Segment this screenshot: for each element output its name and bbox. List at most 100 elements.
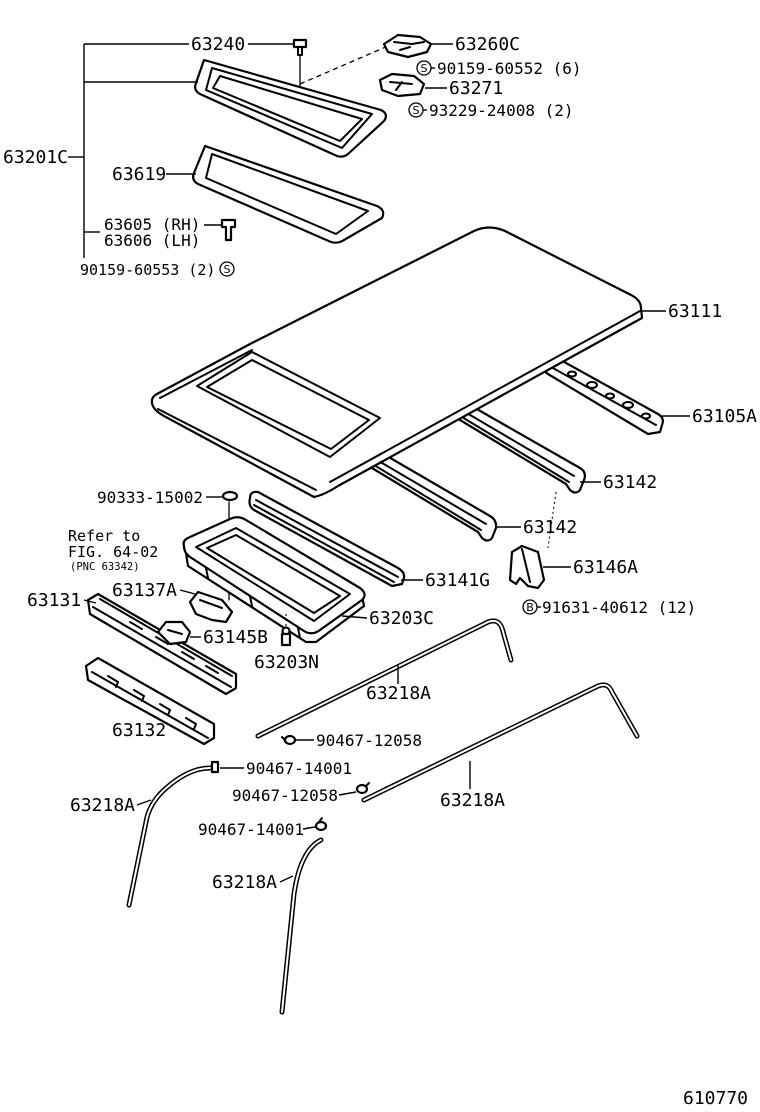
mark-s-90159-60553: S	[219, 261, 235, 277]
leader-63137a	[179, 589, 196, 595]
lower-panel-slots	[107, 675, 197, 730]
label-63131: 63131	[27, 590, 81, 611]
mark-circle	[219, 261, 235, 277]
roof-panel-header-line	[159, 349, 253, 399]
label-63218a-center: 63218A	[366, 683, 431, 704]
part-63203n-clip	[280, 626, 292, 647]
bolt-shank	[297, 46, 303, 56]
label-63105a: 63105A	[692, 406, 757, 427]
part-63142-roof-bow-lower	[368, 450, 498, 542]
bracket-63146a-detail	[521, 548, 531, 583]
part-63105a-rear-rail	[542, 356, 664, 436]
part-63201c-glass-frame	[194, 58, 388, 158]
label-63218a-right: 63218A	[440, 790, 505, 811]
leader-lines	[68, 43, 690, 883]
label-63619: 63619	[112, 164, 166, 185]
reference-note-line3: (PNC 63342)	[70, 561, 140, 573]
mark-letter: S	[421, 62, 428, 75]
label-63606: 63606 (LH)	[104, 231, 200, 250]
leader-63218a-left	[136, 799, 152, 806]
part-63141g-housing-front	[248, 490, 406, 588]
drain-hose-center-outline	[255, 618, 514, 739]
leader-90467-14001-lower	[302, 826, 316, 830]
drain-hose-bottom-bore	[281, 839, 322, 1013]
part-90467-12058-clamp-upper	[281, 734, 297, 746]
roof-bow-lower-channel	[373, 459, 487, 531]
drain-hose-left-bore	[128, 767, 211, 906]
mark-s-90159-60552: S	[416, 60, 432, 76]
label-63132: 63132	[112, 720, 166, 741]
rear-rail-hole	[586, 381, 598, 389]
label-91631-40612: 91631-40612 (12)	[542, 598, 696, 617]
label-90467-12058-upper: 90467-12058	[316, 731, 422, 750]
part-90333-15002-plug	[221, 490, 239, 502]
label-63142-upper: 63142	[603, 472, 657, 493]
mark-circle	[522, 599, 538, 615]
part-63218a-drain-hose-right	[361, 682, 640, 803]
roof-panel-side-drip	[329, 310, 641, 483]
housing-frame-inner	[195, 527, 351, 622]
part-63132-lower-panel	[84, 656, 216, 746]
housing-frame-opening	[206, 534, 341, 614]
part-90467-14001-clamp-lower	[314, 817, 328, 832]
clamp-ring	[355, 783, 369, 795]
part-63218a-drain-hose-bottom	[279, 837, 324, 1015]
glass-frame-outer	[194, 58, 388, 158]
label-90467-14001-lower: 90467-14001	[198, 820, 304, 839]
clamp-tab	[365, 782, 370, 787]
clamp-ring	[283, 734, 297, 746]
mark-letter: S	[224, 263, 231, 276]
housing-frame-outer	[182, 516, 366, 635]
bracket-63260c-detail	[393, 41, 425, 51]
leader-90467-12058-lower	[338, 791, 357, 796]
bracket-63137a-detail	[199, 599, 223, 609]
clamp-tab	[281, 736, 286, 741]
label-63142-lower: 63142	[523, 517, 577, 538]
assembly-line-bracket	[299, 45, 389, 85]
label-90333-15002: 90333-15002	[97, 488, 203, 507]
bracket-63145b-body	[156, 620, 192, 646]
label-63271: 63271	[449, 78, 503, 99]
bracket-63145b-detail	[167, 629, 183, 635]
reference-note-line1: Refer to	[68, 527, 140, 545]
rear-rail-hole	[605, 392, 615, 400]
label-90159-60552: 90159-60552 (6)	[437, 59, 582, 78]
plug-body	[221, 490, 239, 502]
roof-opening-outer	[196, 351, 381, 458]
label-90467-14001-upper: 90467-14001	[246, 759, 352, 778]
part-63260c-bracket	[382, 33, 433, 59]
label-90159-60553: 90159-60553 (2)	[80, 261, 215, 279]
label-63218a-bottom: 63218A	[212, 872, 277, 893]
label-63111: 63111	[668, 301, 722, 322]
clip-63605-body	[220, 218, 237, 242]
label-93229-24008: 93229-24008 (2)	[429, 101, 574, 120]
leader-63131	[83, 599, 97, 604]
label-90467-12058-lower: 90467-12058	[232, 786, 338, 805]
roof-bow-upper-channel	[461, 411, 575, 483]
label-63605: 63605 (RH)	[104, 215, 200, 234]
housing-frame-tabs	[205, 567, 301, 639]
leader-63203c	[341, 615, 368, 619]
rear-rail-hole	[622, 401, 634, 409]
part-63218a-drain-hose-left	[126, 765, 213, 908]
part-90467-12058-clamp-lower	[355, 782, 370, 795]
clamp-tab	[318, 817, 323, 823]
clamp-body	[210, 760, 220, 774]
label-63145b: 63145B	[203, 627, 268, 648]
label-63201c: 63201C	[3, 147, 68, 168]
part-63605-clip	[220, 218, 237, 242]
part-63619-weatherstrip	[192, 144, 385, 244]
bracket-63271-detail	[389, 81, 413, 91]
mark-circle	[416, 60, 432, 76]
bracket-63271-body	[378, 72, 426, 98]
label-63203n: 63203N	[254, 652, 319, 673]
mark-s-93229-24008: S	[408, 102, 424, 118]
rear-rail-hole	[567, 370, 577, 378]
label-63218a-left: 63218A	[70, 795, 135, 816]
label-63141g: 63141G	[425, 570, 490, 591]
clip-63203n-body	[280, 632, 292, 647]
header-panel-slots	[129, 621, 219, 674]
figure-number: 610770	[683, 1088, 748, 1109]
part-63146a-bracket	[508, 544, 546, 590]
label-63260c: 63260C	[455, 34, 520, 55]
